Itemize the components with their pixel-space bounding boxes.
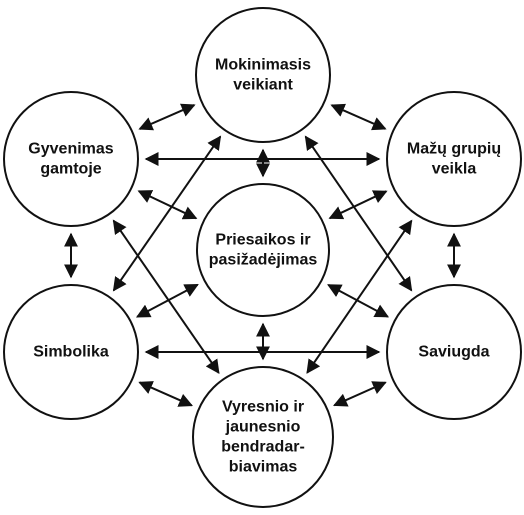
arrow-simbolika-vyresnio — [138, 381, 193, 407]
node-mokinimasis: Mokinimasis veikiant — [195, 7, 331, 143]
node-label: veikiant — [233, 77, 293, 94]
node-saviugda: Saviugda — [386, 284, 522, 420]
connections — [64, 103, 461, 407]
node-circle — [196, 183, 330, 317]
node-circle — [386, 91, 522, 227]
arrow-mazu-priesaikos — [328, 190, 388, 220]
node-label: Gyvenimas — [28, 141, 113, 158]
arrow-gyvenimas-priesaikos — [137, 190, 198, 220]
node-label: Simbolika — [33, 344, 109, 361]
node-gyvenimas: Gyvenimas gamtoje — [3, 91, 139, 227]
node-label: biavimas — [229, 459, 298, 476]
node-mazu: Mažų grupių veikla — [386, 91, 522, 227]
node-vyresnio: Vyresnio ir jaunesnio bendradar-biavimas — [192, 366, 334, 508]
arrow-saviugda-vyresnio — [333, 381, 387, 407]
arrow-simbolika-priesaikos — [135, 283, 199, 318]
node-label: veikla — [432, 161, 477, 178]
node-label: Priesaikos ir — [215, 232, 310, 249]
node-simbolika: Simbolika — [3, 284, 139, 420]
node-circle — [3, 91, 139, 227]
node-circle — [386, 284, 522, 420]
arrow-mokinimasis-gyvenimas — [138, 103, 196, 131]
node-label: bendradar- — [221, 439, 305, 456]
node-label: jaunesnio — [225, 419, 301, 436]
node-priesaikos: Priesaikos ir pasižadėjimas — [196, 183, 330, 317]
node-circle — [3, 284, 139, 420]
node-label: Vyresnio ir — [222, 399, 304, 416]
node-circle — [192, 366, 334, 508]
node-label: Mažų grupių — [407, 141, 501, 158]
arrow-saviugda-priesaikos — [327, 284, 390, 318]
node-label: pasižadėjimas — [209, 252, 318, 269]
node-label: Saviugda — [418, 344, 489, 361]
node-label: Mokinimasis — [215, 57, 311, 74]
node-label: gamtoje — [40, 161, 101, 178]
node-circle — [195, 7, 331, 143]
arrow-mokinimasis-mazu — [330, 103, 387, 131]
